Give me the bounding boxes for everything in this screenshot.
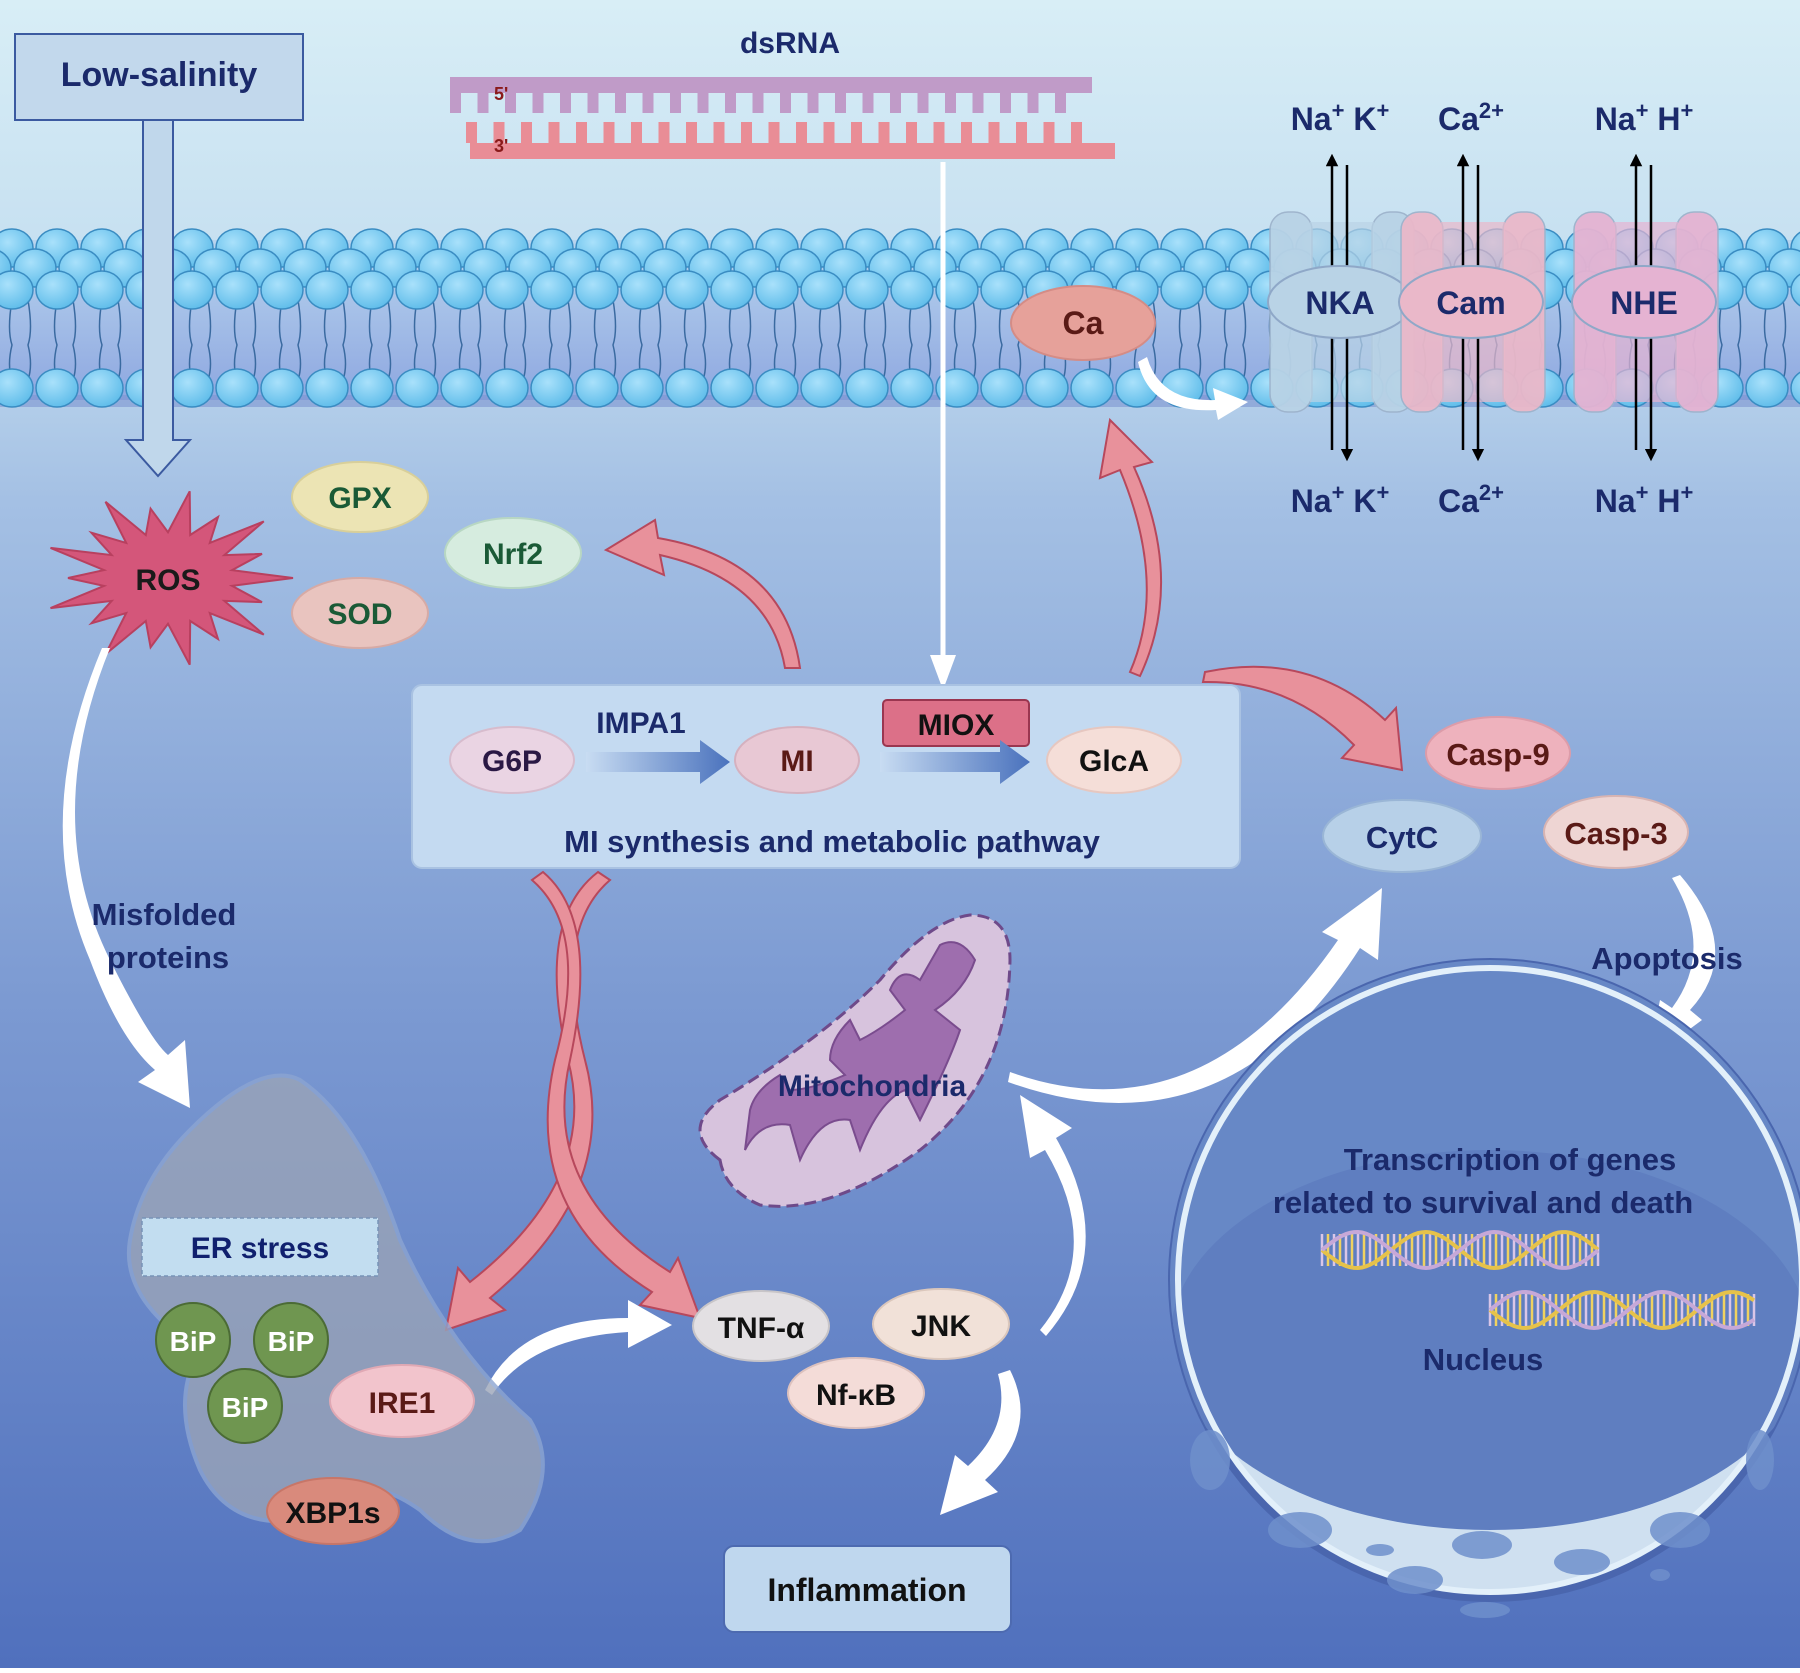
nucleus-label: Nucleus — [1423, 1342, 1544, 1377]
ire1-label: IRE1 — [369, 1387, 436, 1420]
ire1-node — [329, 1364, 475, 1438]
jnk-to-mitochondria-arrow — [1020, 1095, 1086, 1336]
gpx-node — [291, 461, 429, 533]
ros-label: ROS — [135, 564, 200, 597]
nucleus-text-line2: related to survival and death — [1273, 1185, 1693, 1220]
jnk-node — [872, 1288, 1010, 1360]
transporter-label: Cam — [1436, 285, 1505, 321]
jnk-to-inflammation-arrow — [940, 1370, 1021, 1515]
inflammation-label: Inflammation — [767, 1572, 966, 1608]
pathway-to-tnf-arrow — [530, 870, 702, 1320]
er-stress-box — [141, 1217, 379, 1277]
pathway-to-nrf2-arrow — [603, 518, 802, 669]
mito-to-cytc-arrow — [1008, 888, 1382, 1103]
gpx-label: GPX — [328, 482, 391, 515]
tnf-alpha-label: TNF-α — [718, 1312, 805, 1345]
cytc-node — [1322, 799, 1482, 873]
ion-label: Na+ H+ — [1595, 98, 1694, 138]
mitochondria-cristae-icon — [744, 941, 977, 1163]
dna-helix-icon — [1320, 1229, 1756, 1331]
mitochondria: Mitochondria — [698, 913, 1012, 1208]
bip-label-3: BiP — [222, 1392, 269, 1423]
xbp1s-node — [266, 1477, 400, 1545]
misfolded-proteins-label: Misfolded proteins — [92, 897, 237, 975]
transporter-nhe: NHE Na+ H+ Na+ H+ — [1571, 98, 1719, 520]
mi-node — [734, 726, 860, 794]
ca-label: Ca — [1063, 305, 1104, 341]
g6p-node — [449, 726, 575, 794]
endoplasmic-reticulum: ER stress BiP BiP BiP IRE1 XBP1s — [126, 1073, 545, 1545]
casp3-node — [1543, 795, 1689, 869]
pathway-to-membrane-arrow — [1098, 417, 1163, 678]
nuclear-pores-icon — [1190, 1430, 1774, 1618]
bip-node-3 — [207, 1368, 283, 1444]
pathway-to-casp9-arrow — [1201, 665, 1404, 772]
nrf2-node — [444, 517, 582, 589]
miox-label: MIOX — [918, 709, 995, 742]
casp9-label: Casp-9 — [1446, 737, 1549, 772]
ion-label: Ca2+ — [1438, 480, 1504, 520]
impa1-label: IMPA1 — [596, 707, 685, 740]
ion-label: Na+ H+ — [1595, 480, 1694, 520]
casp3-label: Casp-3 — [1564, 816, 1667, 851]
ca-node: Ca — [1010, 285, 1248, 420]
cytc-label: CytC — [1366, 820, 1438, 855]
misfolded-line2: proteins — [107, 940, 229, 975]
inflammation-group: TNF-α JNK Nf-κB Inflammation — [692, 1288, 1012, 1633]
nfkb-label: Nf-κB — [816, 1379, 896, 1412]
glca-node — [1046, 726, 1182, 794]
inflammation-box — [723, 1545, 1012, 1633]
ion-label: Na+ K+ — [1291, 480, 1390, 520]
nfkb-node — [787, 1357, 925, 1429]
nucleus-text-line1: Transcription of genes — [1344, 1142, 1676, 1177]
bip-node-2 — [253, 1302, 329, 1378]
apoptosis-label: Apoptosis — [1591, 941, 1743, 976]
ros-burst-icon — [50, 490, 294, 666]
nucleus: Transcription of genes related to surviv… — [1168, 958, 1800, 1618]
bip-label-1: BiP — [170, 1326, 217, 1357]
mitochondria-label: Mitochondria — [778, 1070, 967, 1103]
pink-arrows — [444, 417, 1404, 1332]
miox-enzyme-box — [882, 699, 1030, 747]
tnf-alpha-node — [692, 1290, 830, 1362]
low-salinity-label: Low-salinity — [61, 56, 258, 94]
bip-label-2: BiP — [268, 1326, 315, 1357]
low-salinity-stimulus: Low-salinity — [14, 33, 304, 478]
g6p-to-mi-arrow — [586, 740, 730, 784]
mi-pathway-box: G6P IMPA1 MI MIOX GlcA MI synthesis and … — [411, 684, 1241, 869]
dsrna-molecule: dsRNA 5' 3' — [450, 27, 1115, 159]
nrf2-label: Nrf2 — [483, 538, 543, 571]
g6p-label: G6P — [482, 745, 542, 778]
mi-to-glca-arrow — [880, 740, 1030, 784]
dsrna-to-miox-arrow — [930, 162, 956, 690]
casp9-node — [1425, 716, 1571, 790]
xbp1s-label: XBP1s — [285, 1497, 380, 1530]
pathway-title: MI synthesis and metabolic pathway — [564, 824, 1101, 859]
strand-5prime-label: 5' — [494, 84, 508, 104]
er-stress-label: ER stress — [191, 1232, 329, 1265]
ion-label: Na+ K+ — [1291, 98, 1390, 138]
oxidative-stress-group: ROS GPX SOD Nrf2 — [50, 461, 582, 666]
ros-to-er-arrow — [62, 648, 190, 1108]
transporter-label: NHE — [1610, 285, 1678, 321]
misfolded-line1: Misfolded — [92, 897, 237, 932]
sod-node — [291, 577, 429, 649]
ire1-to-tnf-arrow — [485, 1300, 672, 1395]
ca-to-nka-arrow — [1138, 357, 1248, 420]
mi-label: MI — [780, 745, 813, 778]
ion-label: Ca2+ — [1438, 98, 1504, 138]
sod-label: SOD — [327, 598, 392, 631]
strand-3prime-label: 3' — [494, 136, 508, 156]
transporter-label: NKA — [1305, 285, 1374, 321]
bip-node-1 — [155, 1302, 231, 1378]
dsrna-label: dsRNA — [740, 27, 840, 60]
jnk-label: JNK — [911, 1310, 971, 1343]
glca-label: GlcA — [1079, 745, 1149, 778]
apoptosis-group: Casp-9 CytC Casp-3 Apoptosis — [1322, 716, 1743, 976]
